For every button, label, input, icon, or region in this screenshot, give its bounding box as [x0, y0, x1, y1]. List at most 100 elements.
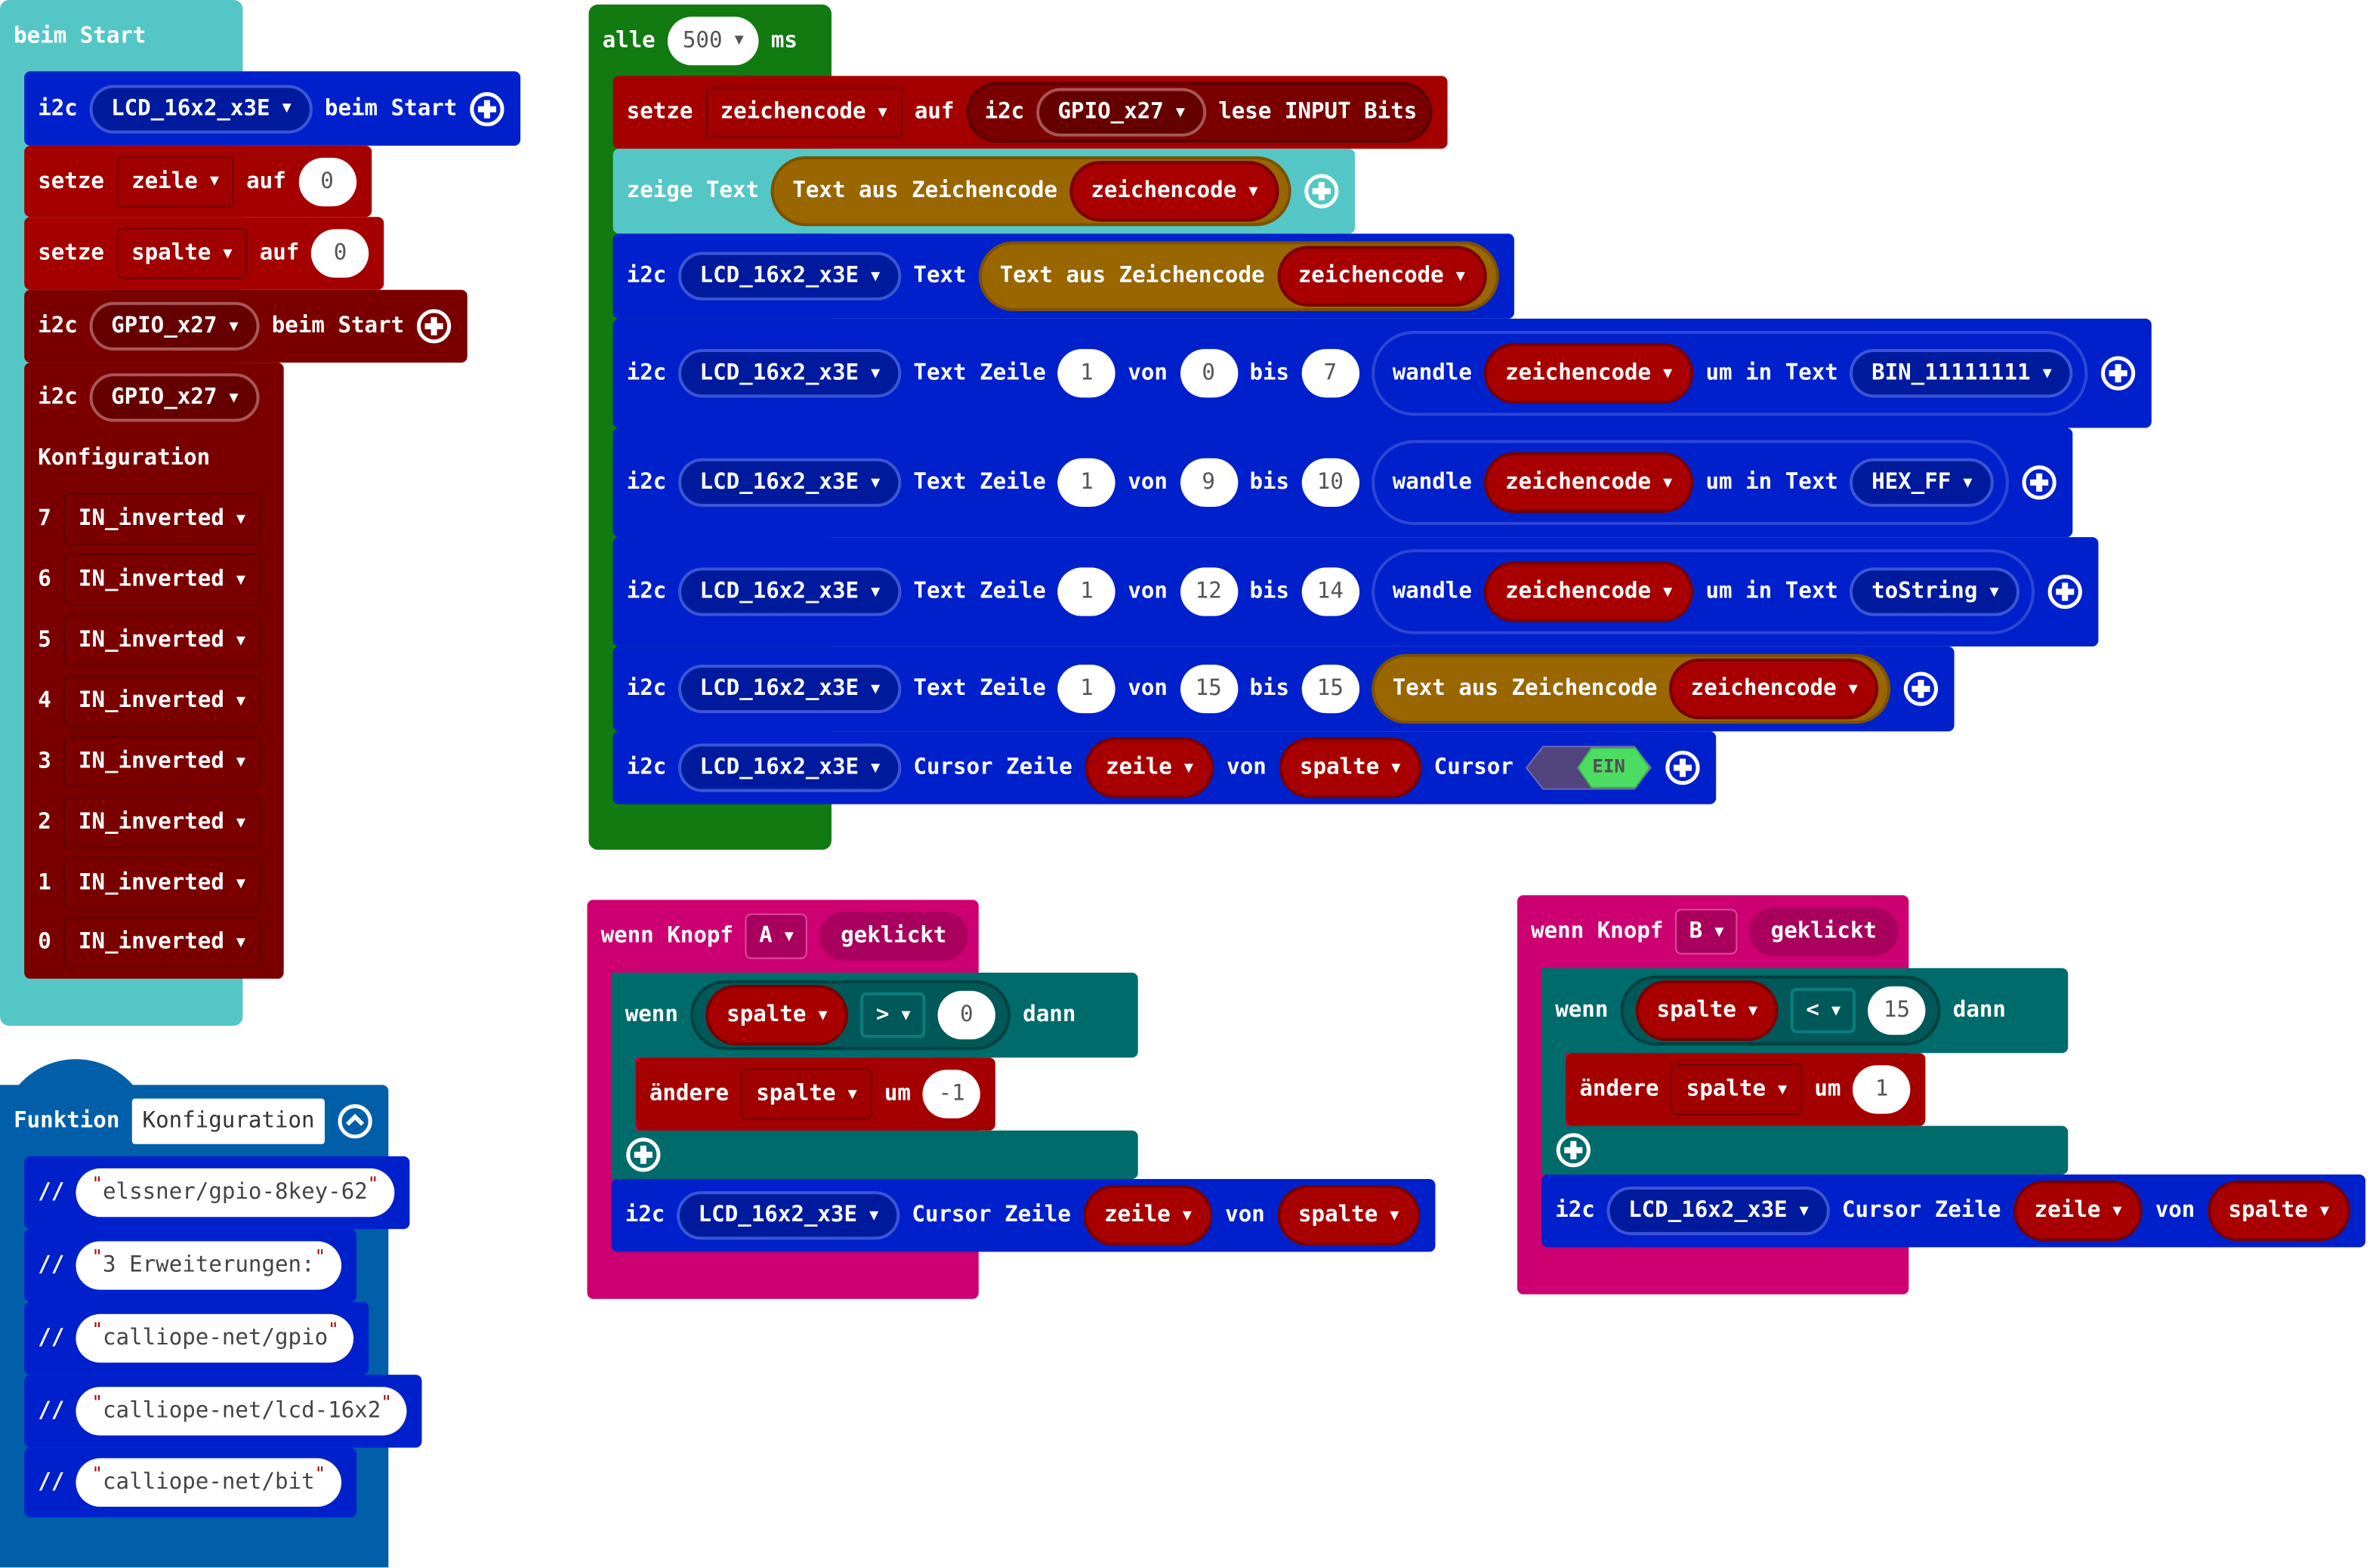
number-input[interactable]: 15	[1180, 664, 1238, 714]
dropdown-in-inverted[interactable]: IN_inverted▼	[63, 736, 261, 788]
number-input[interactable]: 1	[1057, 664, 1116, 714]
number-input[interactable]: 0	[298, 156, 356, 206]
dropdown-in-inverted[interactable]: IN_inverted▼	[63, 857, 261, 909]
dropdown-lcd-16x2-x3e[interactable]: LCD_16x2_x3E▼	[678, 567, 902, 616]
add-icon[interactable]	[1665, 749, 1702, 786]
dropdown-spalte[interactable]: spalte▼	[1671, 1063, 1803, 1116]
add-icon[interactable]	[1903, 671, 1939, 707]
dropdown-zeichencode[interactable]: zeichencode▼	[1276, 245, 1487, 307]
cursor-toggle[interactable]: EIN	[1526, 745, 1653, 790]
dropdown-spalte[interactable]: spalte▼	[1635, 980, 1779, 1042]
dropdown-spalte[interactable]: spalte▼	[705, 984, 849, 1046]
dropdown-zeile[interactable]: zeile▼	[116, 155, 235, 208]
comment-block[interactable]: //"elssner/gpio-8key-62"	[24, 1156, 409, 1230]
number-input[interactable]: 15	[1301, 664, 1359, 714]
add-icon[interactable]	[469, 91, 505, 127]
comment-block[interactable]: //"calliope-net/lcd-16x2"	[24, 1375, 423, 1448]
string-input[interactable]: "elssner/gpio-8key-62"	[76, 1168, 394, 1218]
dropdown-spalte[interactable]: spalte▼	[116, 227, 248, 279]
dropdown-zeile[interactable]: zeile▼	[2013, 1181, 2143, 1242]
dropdown-lcd-16x2-x3e[interactable]: LCD_16x2_x3E▼	[678, 349, 902, 398]
number-input[interactable]: 0	[311, 229, 369, 278]
dropdown-b[interactable]: B▼	[1675, 909, 1738, 955]
dropdown-hex-ff[interactable]: HEX_FF▼	[1850, 458, 1994, 508]
dropdown-lcd-16x2-x3e[interactable]: LCD_16x2_x3E▼	[678, 664, 902, 714]
comment-block[interactable]: //"calliope-net/gpio"	[24, 1301, 369, 1375]
string-input[interactable]: "calliope-net/bit"	[76, 1458, 341, 1507]
dropdown-gpio-x27[interactable]: GPIO_x27▼	[89, 301, 260, 351]
number-input[interactable]: 1	[1853, 1065, 1911, 1114]
dropdown-tostring[interactable]: toString▼	[1850, 567, 2020, 616]
reporter-block-hex[interactable]: spalte▼<▼15	[1620, 975, 1941, 1046]
dropdown-spalte[interactable]: spalte▼	[1278, 737, 1422, 798]
dropdown-lcd-16x2-x3e[interactable]: LCD_16x2_x3E▼	[678, 458, 902, 508]
dropdown-spalte[interactable]: spalte▼	[1276, 1185, 1421, 1246]
dropdown-spalte[interactable]: spalte▼	[2207, 1181, 2351, 1242]
dropdown-gpio-x27[interactable]: GPIO_x27▼	[1036, 88, 1207, 137]
dropdown-a[interactable]: A▼	[745, 913, 807, 959]
number-input[interactable]: 1	[1057, 458, 1116, 508]
collapse-chevron-up-icon[interactable]	[338, 1103, 374, 1139]
comment-block[interactable]: //"3 Erweiterungen:"	[24, 1229, 356, 1302]
string-input[interactable]: "3 Erweiterungen:"	[76, 1241, 341, 1290]
dropdown-zeichencode[interactable]: zeichencode▼	[1669, 658, 1879, 720]
on-start-hat[interactable]: beim Start	[0, 0, 162, 71]
dropdown-lcd-16x2-x3e[interactable]: LCD_16x2_x3E▼	[677, 1191, 900, 1240]
dropdown-spalte[interactable]: spalte▼	[741, 1068, 872, 1120]
add-icon[interactable]	[1304, 173, 1340, 209]
reporter-block-hex[interactable]: spalte▼>▼0	[690, 980, 1011, 1051]
number-input[interactable]: 0	[937, 990, 996, 1040]
dropdown-zeichencode[interactable]: zeichencode▼	[1069, 160, 1279, 222]
number-input[interactable]: 7	[1301, 349, 1359, 398]
dropdown-in-inverted[interactable]: IN_inverted▼	[63, 916, 261, 968]
add-icon[interactable]	[2021, 465, 2057, 501]
dropdown-in-inverted[interactable]: IN_inverted▼	[63, 796, 261, 849]
dropdown-zeichencode[interactable]: zeichencode▼	[705, 86, 903, 138]
dropdown-op[interactable]: <▼	[1791, 987, 1856, 1034]
add-icon[interactable]	[625, 1137, 662, 1173]
dropdown-in-inverted[interactable]: IN_inverted▼	[63, 554, 261, 606]
number-input[interactable]: -1	[923, 1070, 981, 1119]
dropdown-bin-11111111[interactable]: BIN_11111111▼	[1850, 349, 2073, 398]
string-input[interactable]: "calliope-net/gpio"	[76, 1313, 354, 1363]
dropdown-zeichencode[interactable]: zeichencode▼	[1484, 343, 1694, 404]
add-icon[interactable]	[416, 308, 452, 344]
number-input[interactable]: 10	[1301, 458, 1359, 508]
dropdown-zeichencode[interactable]: zeichencode▼	[1484, 452, 1694, 514]
interval-dropdown[interactable]: 500▼	[667, 16, 759, 65]
dropdown-zeichencode[interactable]: zeichencode▼	[1484, 561, 1694, 622]
event-pill[interactable]: geklickt	[819, 912, 968, 961]
dropdown-zeile[interactable]: zeile▼	[1084, 737, 1215, 798]
dropdown-lcd-16x2-x3e[interactable]: LCD_16x2_x3E▼	[678, 252, 902, 301]
dropdown-zeile[interactable]: zeile▼	[1082, 1185, 1214, 1246]
dropdown-lcd-16x2-x3e[interactable]: LCD_16x2_x3E▼	[89, 84, 313, 133]
comment-block[interactable]: //"calliope-net/bit"	[24, 1447, 356, 1518]
add-icon[interactable]	[2100, 355, 2137, 391]
number-input[interactable]: 1	[1057, 349, 1116, 398]
function-name-input[interactable]: Konfiguration	[131, 1097, 326, 1144]
dropdown-lcd-16x2-x3e[interactable]: LCD_16x2_x3E▼	[678, 743, 902, 792]
add-icon[interactable]	[1555, 1132, 1591, 1168]
